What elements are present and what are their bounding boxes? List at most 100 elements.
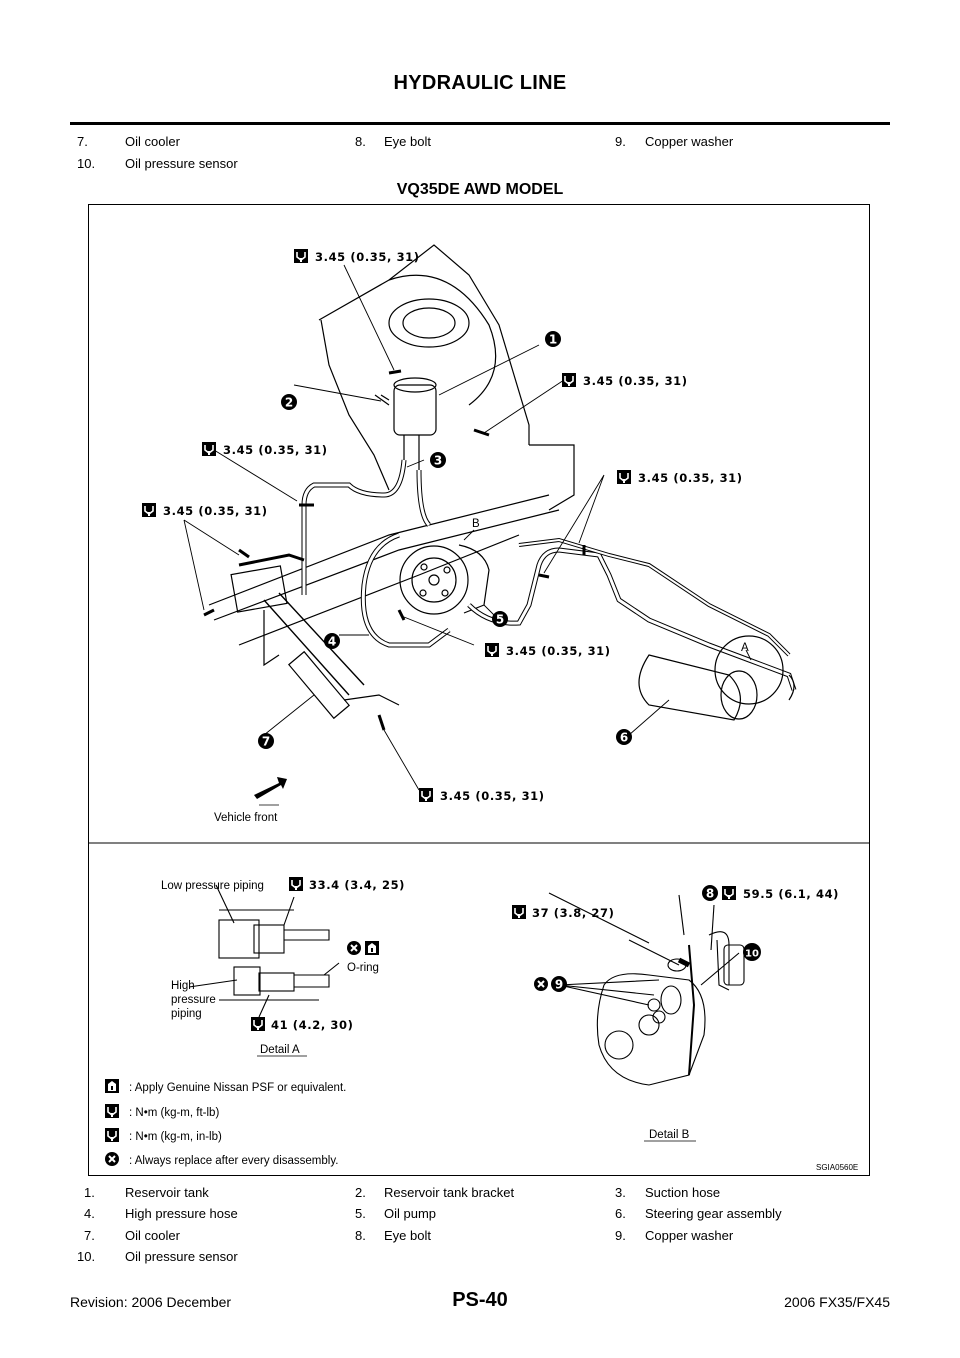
callout-number: 3 [434, 454, 442, 468]
legend-num: 10. [77, 156, 96, 171]
leader-lines [183, 264, 752, 791]
detail-b: 37 (3.8, 27) 8 59.5 (6.1, 44) 9 10 Detai… [511, 885, 839, 1142]
top-legend: 7. Oil cooler 8. Eye bolt 9. Copper wash… [0, 134, 960, 174]
legend-text: Oil pressure sensor [125, 156, 238, 171]
torque-value: 3.45 (0.35, 31) [583, 374, 688, 388]
callout-5: 5 [492, 611, 508, 627]
high-pressure-label-3: piping [171, 1008, 202, 1020]
legend-num: 3. [615, 1185, 626, 1200]
psf-icon [105, 1079, 119, 1093]
callout-number: 8 [706, 887, 714, 901]
torque-value: 3.45 (0.35, 31) [506, 644, 611, 658]
legend-text: Eye bolt [384, 1228, 431, 1243]
callout-2: 2 [281, 394, 297, 410]
legend-text: Eye bolt [384, 134, 431, 149]
legend-num: 8. [355, 1228, 366, 1243]
callout-number: 2 [285, 396, 293, 410]
torque-label-7: 3.45 (0.35, 31) [418, 787, 545, 803]
detail-b-caption: Detail B [649, 1129, 690, 1141]
wrench-icon [616, 469, 632, 485]
wrench-icon [484, 642, 500, 658]
torque-value: 3.45 (0.35, 31) [315, 250, 420, 264]
torque-label-3: 3.45 (0.35, 31) [201, 441, 328, 457]
legend-num: 6. [615, 1206, 626, 1221]
torque-label-2: 3.45 (0.35, 31) [561, 372, 688, 388]
wrench-ftlb-icon [104, 1103, 120, 1119]
high-pressure-label-2: pressure [171, 994, 216, 1006]
footer-model: 2006 FX35/FX45 [784, 1294, 890, 1310]
callout-6: 6 [616, 729, 632, 745]
wrench-icon [201, 441, 217, 457]
page-title: HYDRAULIC LINE [393, 72, 567, 94]
torque-value: 37 (3.8, 27) [532, 906, 614, 920]
callout-7: 7 [258, 733, 274, 749]
legend-num: 10. [77, 1249, 96, 1264]
legend-text: Oil cooler [125, 134, 180, 149]
legend-num: 5. [355, 1206, 366, 1221]
wrench-icon [418, 787, 434, 803]
legend-num: 1. [84, 1185, 95, 1200]
torque-label-6: 3.45 (0.35, 31) [484, 642, 611, 658]
torque-label-5: 3.45 (0.35, 31) [141, 502, 268, 518]
callout-number: 9 [555, 978, 563, 992]
legend-text: Oil pump [384, 1206, 437, 1221]
replace-icon [533, 976, 549, 992]
vehicle-front-label: Vehicle front [214, 812, 278, 824]
torque-value: 33.4 (3.4, 25) [309, 878, 405, 892]
legend-num: 9. [615, 134, 626, 149]
replace-icon [104, 1151, 120, 1167]
section-title: VQ35DE AWD MODEL [396, 181, 564, 198]
key-replace-text: : Always replace after every disassembly… [129, 1155, 338, 1167]
figure-id: SGIA0560E [816, 1163, 858, 1172]
legend-text: Steering gear assembly [645, 1206, 782, 1221]
callout-number: 1 [549, 333, 557, 347]
callout-1: 1 [545, 331, 561, 347]
legend-text: Reservoir tank bracket [384, 1185, 515, 1200]
legend-num: 4. [84, 1206, 95, 1221]
wrench-icon [141, 502, 157, 518]
symbol-key: : Apply Genuine Nissan PSF or equivalent… [104, 1079, 346, 1167]
wrench-inlb-icon [104, 1127, 120, 1143]
key-ftlb-text: : N•m (kg-m, ft-lb) [129, 1107, 219, 1119]
footer-revision: Revision: 2006 December [70, 1294, 232, 1310]
legend-num: 7. [84, 1228, 95, 1243]
title-rule [70, 122, 890, 125]
callout-number: 10 [745, 949, 759, 960]
vehicle-front-indicator: Vehicle front [214, 777, 287, 824]
legend-text: Suction hose [645, 1185, 721, 1200]
torque-label-1: 3.45 (0.35, 31) [293, 248, 420, 264]
detail-letter-a: A [741, 642, 749, 654]
hydraulic-line-diagram: 3.45 (0.35, 31) 3.45 (0.35, 31) 3.45 (0.… [89, 244, 869, 1172]
torque-value: 41 (4.2, 30) [271, 1018, 353, 1032]
legend-num: 8. [355, 134, 366, 149]
legend-num: 2. [355, 1185, 366, 1200]
torque-value: 3.45 (0.35, 31) [163, 504, 268, 518]
high-pressure-label-1: High [171, 980, 195, 992]
torque-value: 3.45 (0.35, 31) [638, 471, 743, 485]
detail-letter-b: B [472, 518, 480, 530]
key-psf-text: : Apply Genuine Nissan PSF or equivalent… [129, 1082, 346, 1094]
footer-page-number: PS-40 [452, 1289, 508, 1311]
wrench-icon [561, 372, 577, 388]
torque-value: 3.45 (0.35, 31) [223, 443, 328, 457]
legend-num: 7. [77, 134, 88, 149]
replace-icon [346, 940, 362, 956]
wrench-icon [250, 1016, 266, 1032]
wrench-icon [288, 876, 304, 892]
callout-4: 4 [324, 633, 340, 649]
legend-text: Copper washer [645, 134, 734, 149]
legend-text: High pressure hose [125, 1206, 238, 1221]
legend-text: Oil cooler [125, 1228, 180, 1243]
legend-text: Oil pressure sensor [125, 1249, 238, 1264]
key-inlb-text: : N•m (kg-m, in-lb) [129, 1131, 222, 1143]
callout-8: 8 [702, 885, 718, 901]
callout-number: 5 [496, 613, 504, 627]
wrench-icon [511, 904, 527, 920]
diagram-figure: 3.45 (0.35, 31) 3.45 (0.35, 31) 3.45 (0.… [88, 204, 870, 1176]
wrench-icon [293, 248, 309, 264]
torque-value: 3.45 (0.35, 31) [440, 789, 545, 803]
callout-number: 7 [262, 735, 270, 749]
detail-a: Low pressure piping 33.4 (3.4, 25) O-rin… [161, 876, 405, 1057]
torque-value: 59.5 (6.1, 44) [743, 887, 839, 901]
detail-a-caption: Detail A [260, 1044, 300, 1056]
